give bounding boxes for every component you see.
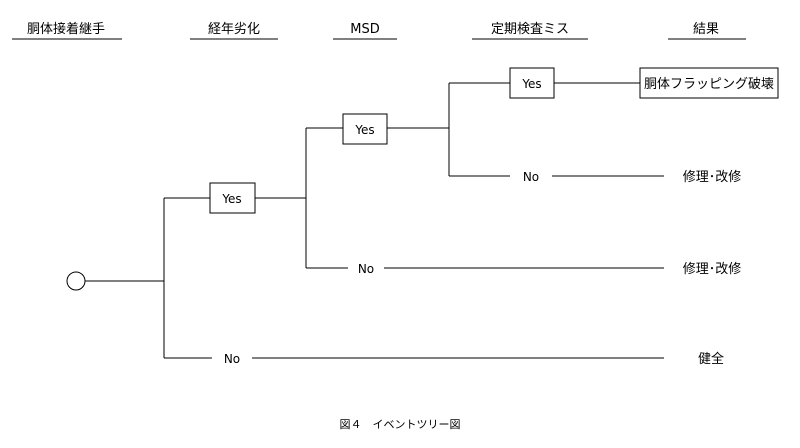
header-msd: MSD (350, 22, 379, 37)
failure-outcome-box (639, 67, 779, 99)
header-result: 結果 (693, 22, 719, 37)
tree-lines (66, 82, 664, 359)
aging-yes-label: Yes (221, 192, 241, 206)
figure-caption: 図４ イベントツリー図 (340, 418, 461, 431)
aging-yes-box (209, 182, 256, 214)
no-labels: No No No (224, 170, 539, 366)
header-initiating-event: 胴体接着継手 (27, 21, 105, 37)
header-inspection-miss: 定期検査ミス (491, 22, 569, 37)
repair-outcome-label-2: 修理･改修 (683, 262, 742, 277)
healthy-outcome-label: 健全 (698, 351, 724, 367)
msd-yes-label: Yes (354, 123, 374, 137)
inspection-no-label: No (523, 170, 539, 184)
msd-yes-box (342, 113, 388, 145)
outcomes: 胴体フラッピング破壊 修理･改修 修理･改修 健全 (639, 67, 779, 367)
column-headers: 胴体接着継手 経年劣化 MSD 定期検査ミス 結果 (12, 21, 746, 40)
failure-outcome-label: 胴体フラッピング破壊 (644, 77, 774, 92)
msd-no-label: No (358, 262, 374, 276)
aging-no-label: No (224, 352, 240, 366)
inspection-yes-label: Yes (521, 77, 541, 91)
header-aging: 経年劣化 (208, 22, 260, 37)
repair-outcome-label-1: 修理･改修 (683, 170, 742, 185)
initiating-event-node (66, 271, 86, 291)
inspection-yes-box (509, 67, 555, 99)
yes-boxes: Yes Yes Yes (209, 67, 555, 214)
